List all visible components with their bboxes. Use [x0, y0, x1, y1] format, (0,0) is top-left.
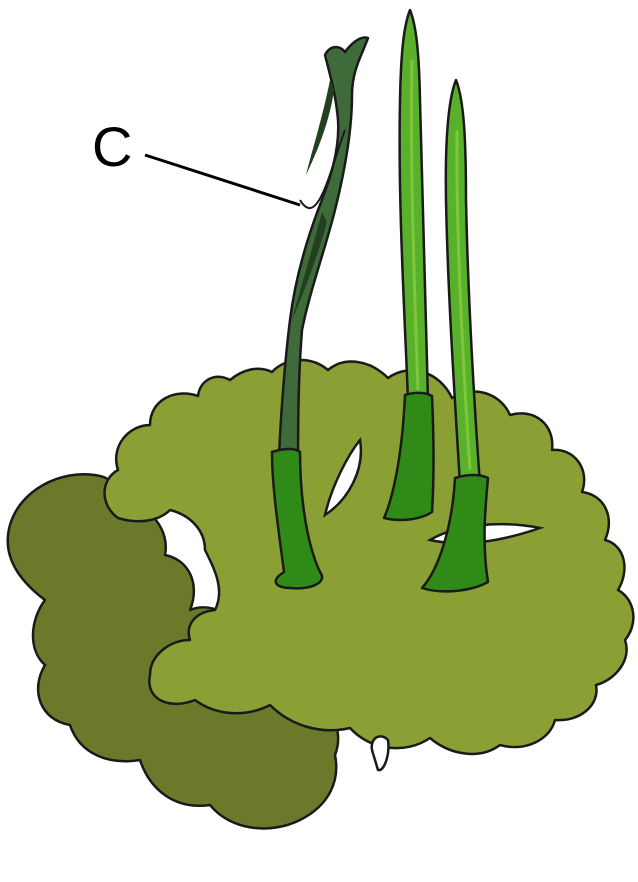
- label-leader-line: [145, 155, 300, 205]
- sporophyte-twist-shade: [306, 80, 334, 175]
- thallus-notch: [372, 736, 389, 770]
- thallus-front-lobe: [105, 360, 634, 754]
- label-c: C: [92, 115, 132, 178]
